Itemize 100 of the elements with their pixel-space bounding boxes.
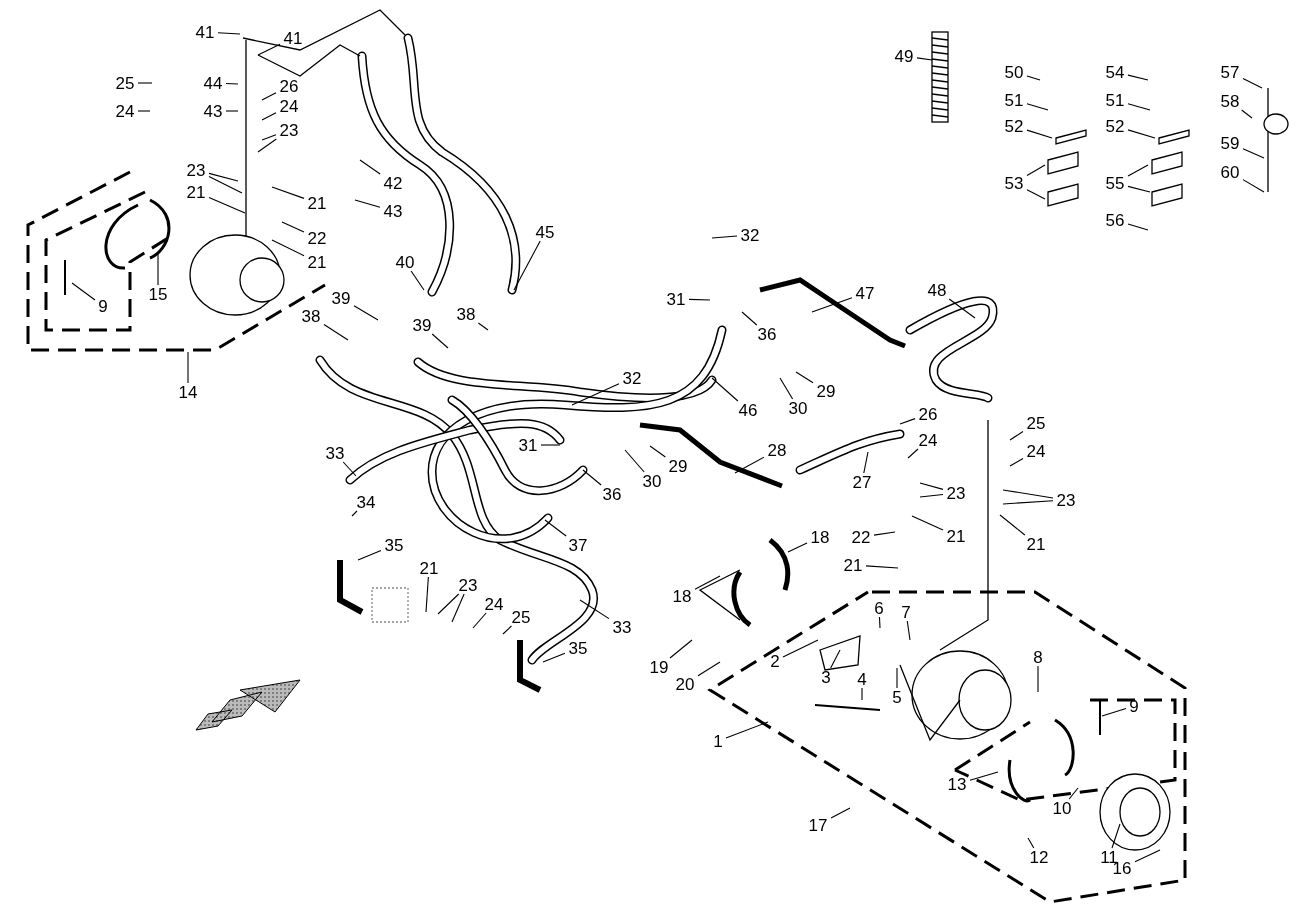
callout-number: 25 bbox=[511, 608, 531, 626]
leader-line bbox=[544, 519, 567, 537]
callout-number: 24 bbox=[484, 595, 504, 613]
callout-number: 55 bbox=[1105, 174, 1125, 192]
leader-line bbox=[353, 305, 379, 321]
callout-number: 4 bbox=[857, 670, 867, 688]
callout-number: 49 bbox=[894, 47, 914, 65]
leader-line bbox=[697, 661, 721, 677]
callout-number: 10 bbox=[1052, 799, 1072, 817]
callout-number: 36 bbox=[602, 485, 622, 503]
leader-line bbox=[863, 451, 869, 474]
callout-number: 21 bbox=[843, 556, 863, 574]
callout-number: 24 bbox=[918, 431, 938, 449]
leader-line bbox=[542, 652, 566, 663]
callout-number: 26 bbox=[279, 77, 299, 95]
leader-line bbox=[261, 134, 277, 141]
callout-number: 14 bbox=[178, 383, 198, 401]
leader-line bbox=[502, 625, 512, 635]
leader-line bbox=[477, 322, 489, 331]
callout-number: 53 bbox=[1004, 174, 1024, 192]
leader-line bbox=[582, 469, 602, 486]
leader-line bbox=[1127, 103, 1151, 111]
callout-number: 58 bbox=[1220, 92, 1240, 110]
callout-number: 46 bbox=[738, 401, 758, 419]
leader-line bbox=[1127, 223, 1149, 231]
leader-line bbox=[281, 221, 305, 233]
callout-number: 6 bbox=[874, 599, 884, 617]
leader-line bbox=[1026, 103, 1049, 111]
leader-line bbox=[999, 514, 1026, 536]
leader-line bbox=[1026, 75, 1041, 81]
leader-line bbox=[472, 612, 487, 629]
leader-line bbox=[1101, 707, 1127, 717]
callout-number: 57 bbox=[1220, 63, 1240, 81]
leader-line bbox=[137, 82, 153, 84]
leader-line bbox=[354, 199, 381, 208]
leader-line bbox=[694, 575, 721, 590]
leader-line bbox=[225, 82, 239, 85]
callout-number: 32 bbox=[622, 369, 642, 387]
callout-number: 26 bbox=[918, 405, 938, 423]
callout-number: 15 bbox=[148, 285, 168, 303]
leader-line bbox=[725, 721, 769, 739]
leader-line bbox=[1134, 849, 1161, 863]
leader-line bbox=[137, 110, 151, 112]
callout-number: 38 bbox=[301, 307, 321, 325]
callout-number: 23 bbox=[1056, 491, 1076, 509]
callout-number: 56 bbox=[1105, 211, 1125, 229]
leader-line bbox=[916, 57, 933, 61]
leader-line bbox=[225, 110, 239, 112]
callout-number: 50 bbox=[1004, 63, 1024, 81]
leader-line bbox=[878, 616, 881, 629]
callout-number: 18 bbox=[810, 528, 830, 546]
leader-line bbox=[342, 461, 357, 477]
leader-line bbox=[906, 620, 911, 641]
leader-line bbox=[919, 493, 944, 498]
callout-number: 21 bbox=[307, 194, 327, 212]
leader-line bbox=[734, 456, 765, 474]
leader-line bbox=[410, 270, 425, 291]
callout-number: 43 bbox=[383, 202, 403, 220]
callout-number: 51 bbox=[1004, 91, 1024, 109]
leader-line bbox=[437, 593, 460, 615]
callout-number: 34 bbox=[356, 493, 376, 511]
callout-number: 23 bbox=[186, 161, 206, 179]
leader-line bbox=[1242, 77, 1263, 89]
callout-number: 52 bbox=[1105, 117, 1125, 135]
callout-number: 5 bbox=[892, 688, 902, 706]
callout-number: 7 bbox=[901, 603, 911, 621]
callout-number: 35 bbox=[384, 536, 404, 554]
callout-number: 60 bbox=[1220, 163, 1240, 181]
leader-line bbox=[357, 549, 382, 561]
leader-line bbox=[208, 172, 239, 182]
callout-number: 39 bbox=[331, 289, 351, 307]
callout-number: 2 bbox=[770, 652, 780, 670]
leader-line bbox=[1026, 189, 1046, 200]
leader-line bbox=[359, 159, 381, 175]
callout-number: 9 bbox=[98, 297, 108, 315]
callout-number: 23 bbox=[458, 576, 478, 594]
leader-line bbox=[830, 649, 841, 669]
leader-line bbox=[261, 92, 277, 101]
callout-number: 36 bbox=[757, 325, 777, 343]
leader-line bbox=[873, 531, 896, 536]
leader-line bbox=[899, 418, 916, 425]
callout-number: 22 bbox=[851, 528, 871, 546]
callout-number: 40 bbox=[395, 253, 415, 271]
leader-line bbox=[208, 175, 243, 194]
leader-line bbox=[948, 298, 976, 319]
leader-line bbox=[540, 444, 561, 446]
leader-line bbox=[187, 351, 189, 384]
leader-line bbox=[1111, 823, 1121, 849]
leader-line bbox=[1002, 500, 1054, 505]
callout-number: 44 bbox=[203, 74, 223, 92]
callout-number: 21 bbox=[1026, 535, 1046, 553]
leader-line bbox=[257, 138, 277, 153]
leader-line bbox=[865, 565, 899, 569]
callout-number: 28 bbox=[767, 441, 787, 459]
callout-number: 24 bbox=[279, 97, 299, 115]
callout-number: 18 bbox=[672, 587, 692, 605]
callout-number: 25 bbox=[115, 74, 135, 92]
leader-line bbox=[624, 449, 645, 473]
callout-number: 25 bbox=[1026, 414, 1046, 432]
leader-line bbox=[1241, 109, 1253, 119]
